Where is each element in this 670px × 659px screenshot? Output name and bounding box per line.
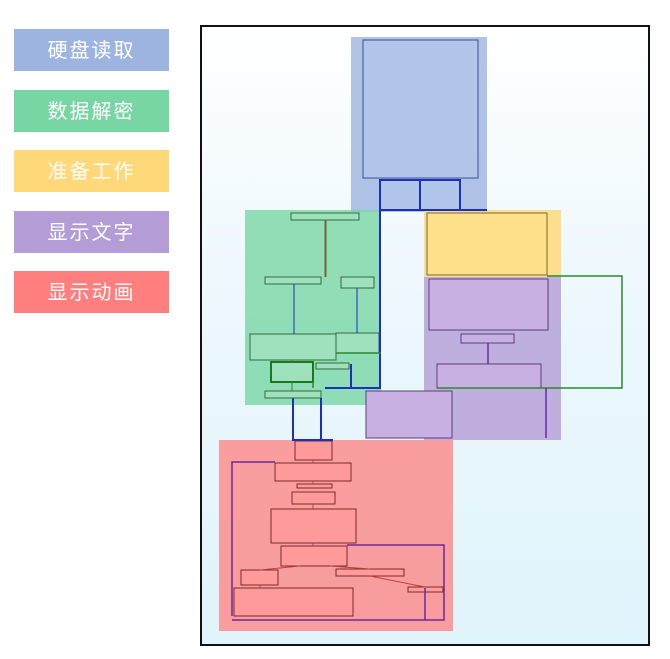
decrypt-node: [270, 361, 314, 383]
connector-edges: [292, 180, 487, 441]
anim-node: [274, 462, 352, 482]
decrypt-node: [340, 276, 375, 289]
anim-node: [240, 569, 279, 586]
preparation-node: [426, 212, 548, 276]
legend-display-animation: 显示动画: [14, 271, 169, 313]
decrypt-node: [264, 390, 322, 399]
text-node: [365, 390, 453, 439]
anim-node: [233, 587, 354, 617]
text-node: [428, 278, 549, 331]
anim-node: [291, 491, 336, 505]
text-node: [460, 333, 515, 344]
anim-node: [280, 545, 348, 567]
decrypt-node: [264, 276, 322, 285]
decrypt-node: [290, 212, 360, 221]
decrypt-node: [315, 362, 350, 370]
display-animation-nodes: [233, 440, 444, 617]
anim-node: [335, 568, 405, 577]
legend-preparation: 准备工作: [14, 150, 169, 192]
anim-node: [270, 508, 357, 544]
decrypt-edges: [291, 220, 358, 391]
legend-data-decrypt: 数据解密: [14, 90, 169, 132]
anim-node: [296, 483, 333, 489]
legend-display-text: 显示文字: [14, 211, 169, 253]
legend-disk-read: 硬盘读取: [14, 29, 169, 71]
decrypt-nodes: [249, 212, 380, 399]
disk-node-main: [362, 39, 479, 179]
text-node: [436, 363, 542, 389]
connector-edges-green: [312, 275, 623, 389]
decrypt-node: [249, 333, 337, 361]
display-text-nodes: [365, 278, 549, 439]
display-animation-edges: [259, 460, 426, 588]
decrypt-node: [335, 332, 380, 354]
connector-edges-purple: [231, 343, 547, 621]
anim-node: [294, 440, 333, 461]
